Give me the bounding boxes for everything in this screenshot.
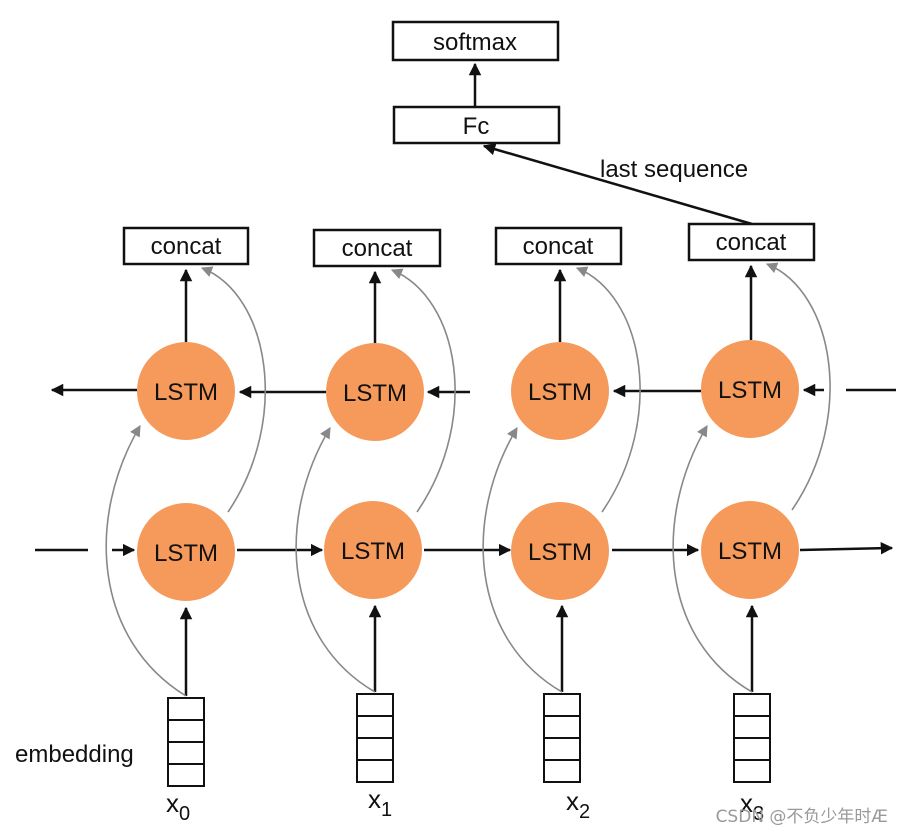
softmax-label: softmax — [433, 29, 517, 56]
lstm-backward-label-0: LSTM — [154, 379, 218, 406]
timestep-column-2: concat LSTM LSTM x2 — [482, 226, 641, 823]
timestep-column-0: concat LSTM LSTM x0 — [105, 226, 266, 825]
lstm-backward-node-3 — [701, 340, 799, 438]
concat-box-1 — [312, 228, 442, 268]
concat-label-3: concat — [716, 229, 787, 256]
concat-label-2: concat — [523, 233, 594, 260]
concat-box-2 — [494, 226, 623, 266]
fc-label: Fc — [463, 113, 490, 140]
embedding-to-backward-skip-0 — [105, 425, 187, 697]
forward-to-concat-skip-1 — [390, 268, 456, 513]
lstm-forward-node-0 — [137, 503, 235, 601]
last-sequence-label: last sequence — [600, 156, 748, 183]
embedding-vector-1 — [356, 693, 394, 783]
lstm-backward-label-3: LSTM — [718, 377, 782, 404]
lstm-forward-node-3 — [701, 501, 799, 599]
lstm-forward-node-1 — [324, 501, 422, 599]
embedding-to-backward-skip-1 — [295, 427, 376, 693]
forward-edge-right-out — [799, 541, 894, 555]
embedding-vector-0 — [167, 697, 205, 787]
softmax-box: softmax — [391, 20, 560, 62]
input-label-0: x0 — [166, 788, 190, 825]
lstm-forward-node-2 — [511, 502, 609, 600]
concat-label-0: concat — [151, 233, 222, 260]
input-label-1: x1 — [368, 784, 392, 821]
lstm-backward-node-2 — [511, 342, 609, 440]
fc-box: Fc — [392, 105, 561, 145]
concat-box-3 — [687, 222, 816, 262]
embedding-vector-2 — [543, 693, 581, 783]
lstm-backward-label-2: LSTM — [528, 379, 592, 406]
input-label-3: x3 — [740, 788, 764, 825]
concat-box-0 — [122, 226, 250, 266]
concat-label-1: concat — [342, 235, 413, 262]
watermark: CSDN @不负少年时Æ — [716, 807, 888, 827]
embedding-vector-3 — [733, 693, 771, 783]
lstm-forward-label-3: LSTM — [718, 538, 782, 565]
lstm-backward-node-1 — [326, 343, 424, 441]
lstm-forward-label-2: LSTM — [528, 539, 592, 566]
input-label-2: x2 — [566, 786, 590, 823]
last-sequence-arrow — [482, 143, 753, 226]
embedding-label: embedding — [15, 741, 134, 768]
timestep-column-3: concat LSTM LSTM x3 — [672, 222, 831, 825]
lstm-backward-label-1: LSTM — [343, 380, 407, 407]
lstm-forward-label-0: LSTM — [154, 540, 218, 567]
forward-to-concat-skip-3 — [765, 262, 831, 511]
embedding-to-backward-skip-3 — [672, 425, 753, 693]
forward-to-concat-skip-0 — [200, 266, 266, 513]
forward-to-concat-skip-2 — [575, 266, 641, 513]
timestep-column-1: concat LSTM LSTM x1 — [295, 228, 456, 821]
embedding-to-backward-skip-2 — [482, 427, 563, 693]
lstm-forward-label-1: LSTM — [341, 538, 405, 565]
lstm-backward-node-0 — [137, 342, 235, 440]
